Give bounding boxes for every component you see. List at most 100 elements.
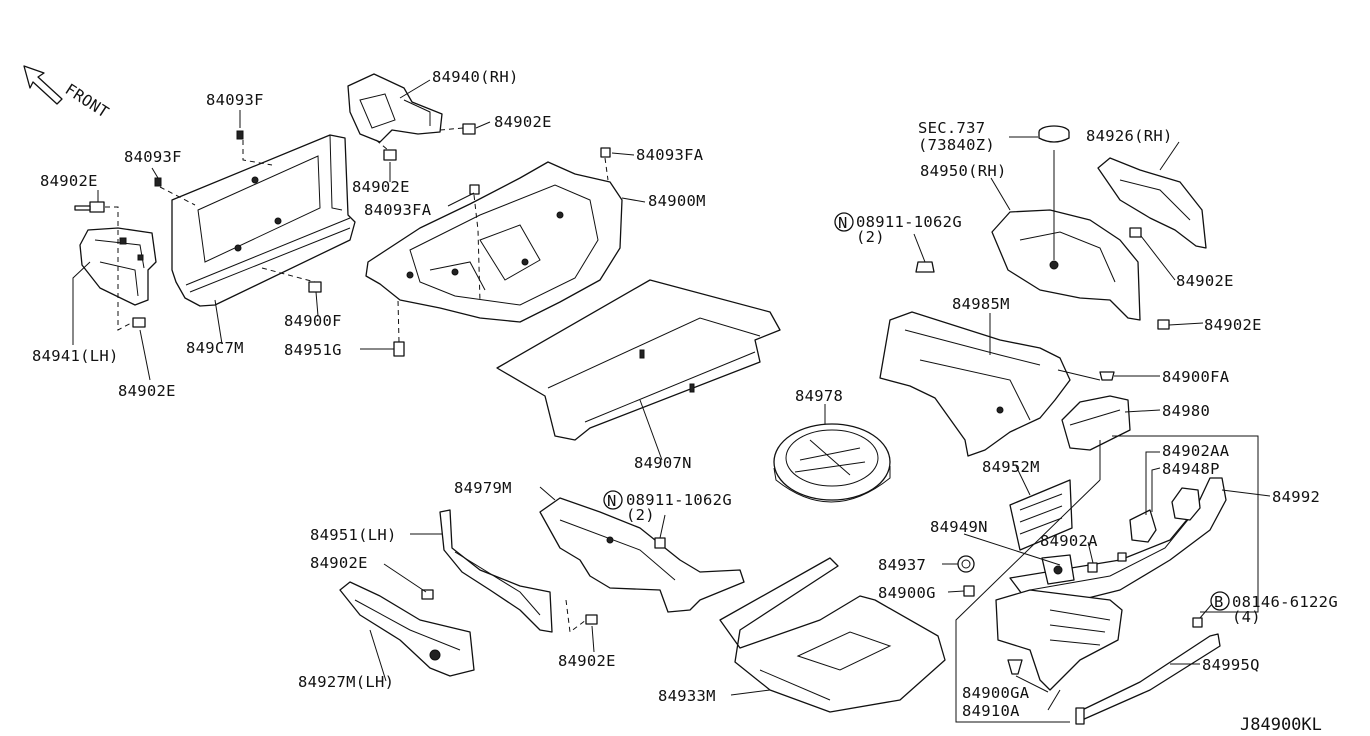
cap-73840Z-icon: [1038, 125, 1070, 143]
label-08146-qty: (4): [1232, 608, 1261, 626]
label-84950: 84950(RH): [920, 162, 1007, 180]
label-84948P: 84948P: [1162, 460, 1220, 478]
label-84995Q: 84995Q: [1202, 656, 1260, 674]
label-84902E: 84902E: [352, 178, 410, 196]
label-84985M: 84985M: [952, 295, 1010, 313]
front-label: FRONT: [62, 80, 112, 121]
label-84927M: 84927M(LH): [298, 673, 394, 691]
n-symbol-icon: N: [603, 490, 623, 510]
bolt-84902E-icon: [421, 589, 434, 600]
label-84902A: 84902A: [1040, 532, 1098, 550]
diagram-reference: J84900KL: [1240, 715, 1322, 735]
label-84978: 84978: [795, 387, 843, 405]
part-84950-trim: [991, 209, 1141, 321]
label-84902E: 84902E: [494, 113, 552, 131]
label-84941: 84941(LH): [32, 347, 119, 365]
clip-84951G-icon: [393, 341, 405, 357]
label-84902E: 84902E: [1176, 272, 1234, 290]
bolt-84902A-icon: [1087, 562, 1098, 573]
label-84979M: 84979M: [454, 479, 512, 497]
label-84902AA: 84902AA: [1162, 442, 1230, 460]
clip-84093F-icon: [154, 177, 162, 187]
bolt-08146-icon: [1192, 617, 1203, 628]
part-84940-bracket: [347, 73, 443, 143]
label-84900G: 84900G: [878, 584, 936, 602]
svg-text:B: B: [1214, 593, 1224, 611]
part-84980-bracket: [1061, 395, 1131, 451]
label-84900F: 84900F: [284, 312, 342, 330]
clip-84093FA-icon: [469, 184, 480, 195]
grommet-84937-icon: [957, 555, 975, 573]
svg-text:N: N: [607, 492, 617, 510]
part-84933M-tray: [719, 557, 946, 713]
label-84900M: 84900M: [648, 192, 706, 210]
label-08911: 08911-1062G: [626, 491, 732, 509]
bolt-84902E-icon: [1157, 319, 1170, 330]
clip-84900G-icon: [963, 585, 975, 597]
label-84902E: 84902E: [310, 554, 368, 572]
clip-84093F-icon: [236, 130, 244, 140]
label-08911: 08911-1062G: [856, 213, 962, 231]
part-849C7M-panel: [171, 134, 356, 307]
label-08911-qty: (2): [856, 228, 885, 246]
label-84992: 84992: [1272, 488, 1320, 506]
clip-84093FA-icon: [600, 147, 611, 158]
svg-text:N: N: [838, 214, 848, 232]
label-84093F: 84093F: [206, 91, 264, 109]
label-84910A: 84910A: [962, 702, 1020, 720]
part-84900M-trim: [365, 161, 623, 323]
part-84948P-clip: [1129, 509, 1157, 543]
label-84951G: 84951G: [284, 341, 342, 359]
label-84902E: 84902E: [118, 382, 176, 400]
part-84949N-clip: [1041, 554, 1075, 585]
label-84951: 84951(LH): [310, 526, 397, 544]
label-84907N: 84907N: [634, 454, 692, 472]
part-84978-tire-well: [773, 423, 891, 503]
bolt-84902E-icon: [462, 123, 476, 135]
part-84952M-panel: [1009, 479, 1073, 551]
label-84902E: 84902E: [558, 652, 616, 670]
clip-84900FA-icon: [1099, 371, 1115, 381]
bolt-84902AA-icon: [1117, 552, 1127, 562]
label-84093F: 84093F: [124, 148, 182, 166]
clip-84900GA-icon: [1007, 659, 1023, 675]
label-84933M: 84933M: [658, 687, 716, 705]
label-73840Z: (73840Z): [918, 136, 995, 154]
part-84926-trim: [1097, 157, 1207, 249]
part-84907N-mat: [496, 279, 781, 441]
label-84940: 84940(RH): [432, 68, 519, 86]
label-84900FA: 84900FA: [1162, 368, 1230, 386]
front-arrow-icon: [23, 65, 63, 105]
bolt-84902E-icon: [585, 614, 598, 625]
label-849C7M: 849C7M: [186, 339, 244, 357]
part-84979M-bracket: [539, 497, 745, 613]
label-84952M: 84952M: [982, 458, 1040, 476]
label-sec737: SEC.737: [918, 119, 985, 137]
bolt-84902E-icon: [1129, 227, 1142, 238]
label-08146: 08146-6122G: [1232, 593, 1338, 611]
label-84926: 84926(RH): [1086, 127, 1173, 145]
bolt-84902E-icon: [74, 201, 105, 213]
nut-08911-icon: [654, 537, 666, 549]
label-84093FA: 84093FA: [636, 146, 704, 164]
screw-84900F-icon: [308, 281, 322, 293]
part-84910A-panel: [995, 589, 1123, 691]
label-84980: 84980: [1162, 402, 1210, 420]
label-08911-qty: (2): [626, 506, 655, 524]
label-84949N: 84949N: [930, 518, 988, 536]
n-symbol-icon: N: [834, 212, 854, 232]
label-84937: 84937: [878, 556, 926, 574]
bolt-84902E-icon: [383, 149, 397, 161]
label-84902E: 84902E: [1204, 316, 1262, 334]
label-84902E: 84902E: [40, 172, 98, 190]
label-84900GA: 84900GA: [962, 684, 1030, 702]
part-84985M-bracket: [879, 311, 1071, 457]
b-symbol-icon: B: [1210, 591, 1230, 611]
part-84951-bracket: [439, 509, 553, 633]
part-84927M-bracket: [339, 581, 475, 677]
bolt-84902E-icon: [132, 317, 146, 328]
label-84093FA: 84093FA: [364, 201, 432, 219]
nut-08911-icon: [915, 261, 935, 273]
part-84995Q-strip: [1075, 633, 1221, 725]
